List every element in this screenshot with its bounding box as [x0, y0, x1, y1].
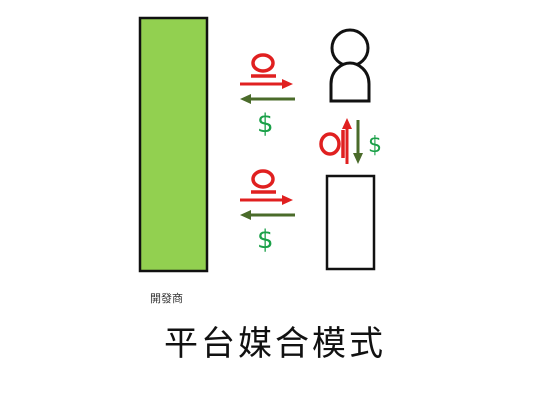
arrow-up-red	[342, 118, 352, 164]
platform-box	[325, 174, 376, 271]
arrow-down-green	[353, 120, 363, 164]
arrow-right-red-top	[240, 79, 293, 89]
diagram-title: 平台媒合模式	[164, 324, 386, 364]
bottom-exchange: $	[240, 169, 295, 255]
product-icon-vertical	[319, 130, 345, 158]
developer-label: 開發商	[150, 292, 183, 305]
arrow-right-red-bottom	[240, 195, 293, 205]
vertical-exchange: $	[319, 118, 382, 164]
dollar-sign-vertical: $	[368, 133, 382, 158]
dollar-sign-top: $	[257, 109, 274, 139]
arrow-left-green-top	[240, 94, 295, 104]
arrow-left-green-bottom	[240, 210, 295, 220]
dollar-sign-bottom: $	[257, 225, 274, 255]
user-icon	[329, 28, 371, 103]
product-icon-bottom	[251, 169, 276, 194]
top-exchange: $	[240, 53, 295, 139]
product-icon-top	[251, 53, 276, 78]
developer-block	[138, 16, 209, 273]
